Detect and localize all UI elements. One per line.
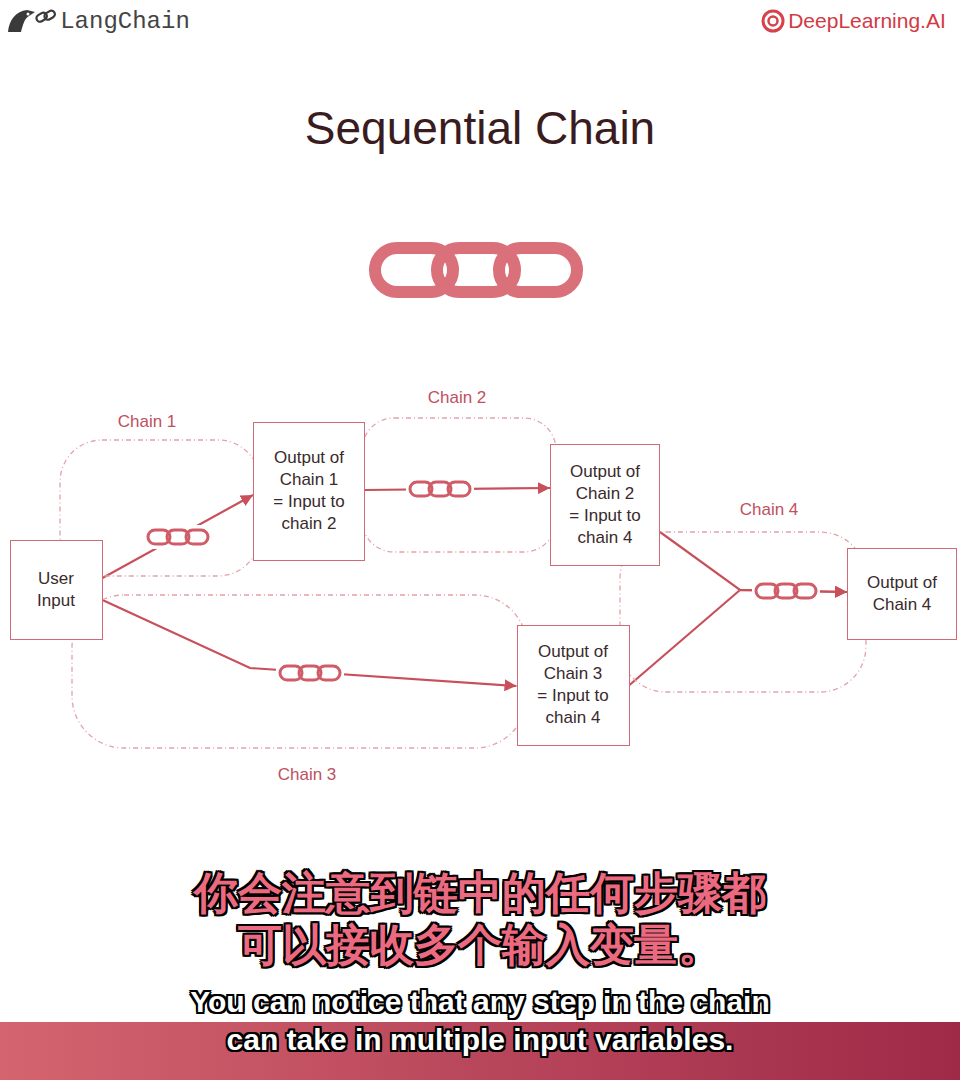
subtitle-chinese: 你会注意到链中的任何步骤都 可以接收多个输入变量。 <box>183 867 778 971</box>
chain-region <box>60 418 866 748</box>
box-text: User Input <box>20 568 92 612</box>
chain-region <box>72 595 527 748</box>
deeplearning-icon <box>763 11 783 31</box>
chain-illustration <box>375 248 577 292</box>
box-text: Output of Chain 2 = Input to chain 4 <box>569 461 641 549</box>
logo-text: DeepLearning.AI <box>788 9 946 33</box>
chain-label: Chain 1 <box>118 412 177 432</box>
chain-label: Chain 3 <box>278 765 337 785</box>
box-text: Output of Chain 1 = Input to chain 2 <box>273 447 345 535</box>
title: Sequential Chain <box>305 101 655 155</box>
output-box: Output of Chain 1 = Input to chain 2 <box>253 422 365 561</box>
arrow-connector <box>630 590 848 685</box>
chain-label: Chain 4 <box>740 500 799 520</box>
arrow-connector <box>103 495 254 578</box>
box-text: Output of Chain 3 = Input to chain 4 <box>537 641 609 729</box>
chain-region <box>362 418 556 552</box>
arrow-connector <box>103 600 517 686</box>
box-text: Output of Chain 4 <box>866 572 938 616</box>
logo-text: LangChain <box>60 8 190 35</box>
langchain-icon <box>8 9 56 32</box>
chain-label: Chain 2 <box>428 388 487 408</box>
subtitle-english: You can notice that any step in the chai… <box>175 983 785 1059</box>
output-box: Output of Chain 4 <box>847 548 957 640</box>
input-box: User Input <box>10 540 103 640</box>
chain-icon <box>144 477 820 685</box>
output-box: Output of Chain 3 = Input to chain 4 <box>517 625 630 746</box>
output-box: Output of Chain 2 = Input to chain 4 <box>550 444 660 566</box>
